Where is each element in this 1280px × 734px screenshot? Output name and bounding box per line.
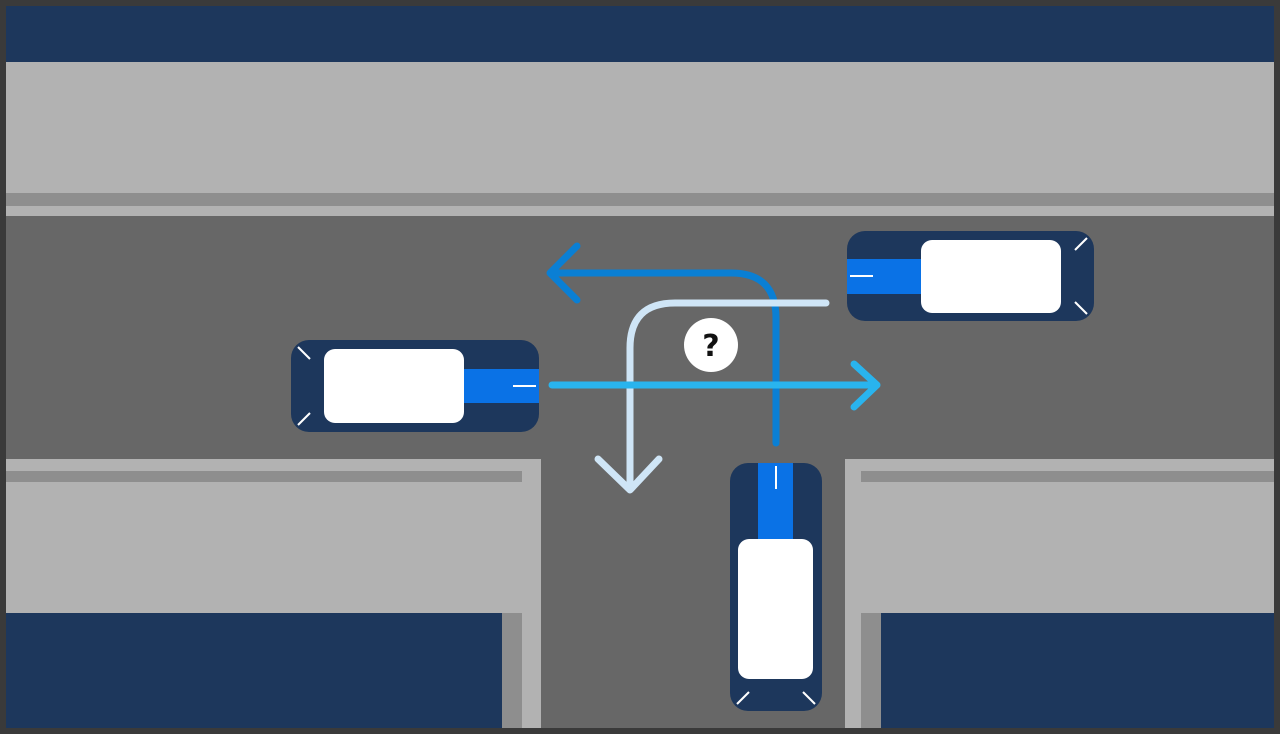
bottom-left-sidewalk bbox=[6, 482, 522, 613]
path-bottom-car-left-turn bbox=[546, 242, 780, 447]
car-bottom-taillight-right bbox=[802, 691, 816, 705]
top-curb-edge bbox=[6, 206, 1274, 216]
car-left bbox=[291, 340, 539, 432]
bottom-right-curb-edge bbox=[845, 459, 1274, 471]
path-right-car-left-turn-arrowhead bbox=[594, 455, 663, 494]
car-left-taillight-top bbox=[297, 346, 311, 360]
car-bottom-window bbox=[738, 539, 813, 679]
top-curb bbox=[6, 193, 1274, 206]
bottom-left-curb-edge bbox=[6, 459, 541, 471]
question-badge: ? bbox=[684, 318, 738, 372]
bottom-left-building-block bbox=[6, 613, 502, 728]
bottom-right-sidewalk bbox=[861, 482, 1274, 613]
car-right-window bbox=[921, 240, 1061, 313]
car-right bbox=[847, 231, 1094, 321]
bottom-right-curb bbox=[861, 471, 1274, 482]
car-right-taillight-bottom bbox=[1074, 301, 1088, 315]
path-right-car-left-turn-line bbox=[626, 299, 830, 490]
path-bottom-car-left-turn-arrowhead bbox=[546, 242, 581, 304]
top-building-block bbox=[6, 6, 1274, 62]
path-left-car-straight bbox=[548, 360, 881, 411]
bottom-right-sidewalk-side bbox=[861, 613, 881, 728]
bottom-right-building-block bbox=[881, 613, 1274, 728]
bottom-left-curb-side bbox=[522, 459, 541, 728]
top-sidewalk bbox=[6, 62, 1274, 193]
car-left-window bbox=[324, 349, 464, 423]
path-right-car-left-turn bbox=[594, 299, 830, 494]
path-left-car-straight-arrowhead bbox=[850, 360, 881, 411]
car-bottom bbox=[730, 463, 822, 711]
question-badge-circle bbox=[684, 318, 738, 372]
car-bottom-taillight-left bbox=[736, 691, 750, 705]
bottom-left-curb bbox=[6, 471, 522, 482]
path-bottom-car-left-turn-line bbox=[548, 269, 780, 447]
bottom-left-sidewalk-side bbox=[502, 613, 522, 728]
car-right-taillight-top bbox=[1074, 237, 1088, 251]
car-left-taillight-bottom bbox=[297, 412, 311, 426]
question-badge-label: ? bbox=[702, 329, 719, 364]
bottom-right-curb-side bbox=[845, 459, 861, 728]
